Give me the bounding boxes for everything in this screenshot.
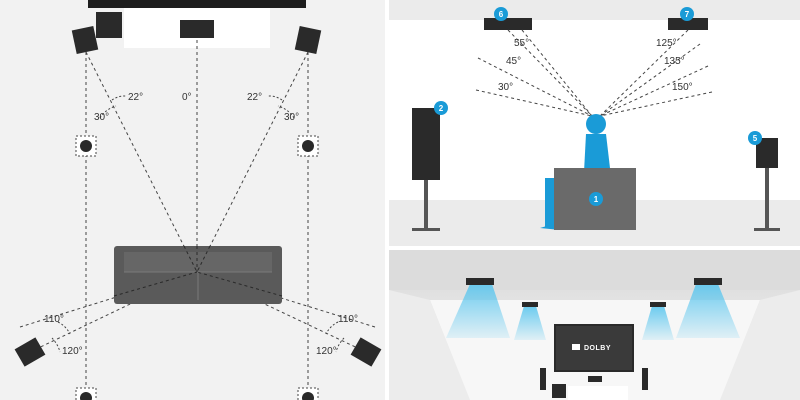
- angle-label-surround-right-outer: 120°: [316, 346, 337, 357]
- angle-label-center: 0°: [182, 92, 192, 103]
- sofa: [114, 246, 282, 304]
- room-subwoofer: [552, 384, 566, 398]
- surround-left-speaker: [14, 337, 46, 367]
- height-angle-label-150: 150°: [672, 82, 693, 93]
- marker-6-label: 6: [499, 10, 504, 19]
- side-view-ceiling: [389, 0, 800, 20]
- angle-label-front-left-inner: 22°: [128, 92, 143, 103]
- marker-7-label: 7: [685, 10, 690, 19]
- marker-1: 1: [589, 192, 603, 206]
- top-view-panel: 22° 30° 0° 22° 30° 110° 120° 110° 120°: [0, 0, 385, 400]
- height-speaker-6: [484, 18, 532, 30]
- projection-screen: DOLBY: [554, 324, 634, 372]
- front-right-speaker: [294, 25, 322, 55]
- height-angle-label-45: 45°: [506, 56, 521, 67]
- tv-wall-bar: [88, 0, 306, 8]
- room-center-speaker: [588, 376, 602, 382]
- optional-rear-speaker-right: [297, 387, 319, 400]
- marker-5-label: 5: [753, 134, 758, 143]
- room-tv-stand: [568, 386, 628, 400]
- listening-guide-lines: [19, 40, 376, 400]
- ceiling-speaker-front-right: [694, 278, 722, 285]
- angle-label-surround-left-outer: 120°: [62, 346, 83, 357]
- room-front-right-speaker: [642, 368, 648, 390]
- optional-side-speaker-right: [297, 135, 319, 157]
- ceiling-speaker-rear-left: [522, 302, 538, 307]
- ceiling-speaker-rear-right: [650, 302, 666, 307]
- top-view-floor: [0, 0, 385, 400]
- marker-2-label: 2: [439, 104, 444, 113]
- room-left-wall: [389, 290, 470, 400]
- angle-label-front-right-outer: 30°: [284, 112, 299, 123]
- panel-divider-vertical: [385, 0, 389, 400]
- marker-5: 5: [748, 131, 762, 145]
- room-ceiling: [389, 250, 800, 290]
- room-right-wall: [720, 290, 800, 400]
- ceiling-beam-rear-left: [514, 306, 546, 340]
- marker-7: 7: [680, 7, 694, 21]
- sofa-guide-lines: [113, 245, 283, 297]
- surround-right-speaker: [350, 337, 382, 367]
- ceiling-beam-front-right: [676, 284, 740, 338]
- marker-1-label: 1: [594, 195, 599, 204]
- marker-2: 2: [434, 101, 448, 115]
- angle-label-front-right-inner: 22°: [247, 92, 262, 103]
- rear-speaker-stand: [754, 138, 780, 231]
- front-left-speaker: [71, 25, 99, 55]
- angle-arcs: [51, 95, 345, 353]
- optional-rear-speaker-left: [75, 387, 97, 400]
- optional-side-speaker-left: [75, 135, 97, 157]
- side-view-panel: 1 2 5 6 7 55° 45° 30° 125° 135° 150°: [389, 0, 800, 246]
- height-angle-label-125: 125°: [656, 38, 677, 49]
- angle-label-front-left-outer: 30°: [94, 112, 109, 123]
- angle-label-surround-right-inner: 110°: [338, 314, 358, 325]
- height-angle-label-135: 135°: [664, 56, 685, 67]
- height-angle-label-55: 55°: [514, 38, 529, 49]
- ceiling-beam-front-left: [446, 284, 510, 338]
- marker-6: 6: [494, 7, 508, 21]
- center-speaker: [180, 20, 214, 38]
- ceiling-beam-rear-right: [642, 306, 674, 340]
- room-front-left-speaker: [540, 368, 546, 390]
- panel-divider-horizontal: [389, 246, 800, 250]
- front-speaker-tower: [412, 108, 440, 231]
- height-speaker-7: [668, 18, 708, 30]
- room-view-panel: DOLBY: [389, 250, 800, 400]
- ceiling-speaker-front-left: [466, 278, 494, 285]
- angle-label-surround-left-inner: 110°: [44, 314, 64, 325]
- height-angle-label-30: 30°: [498, 82, 513, 93]
- height-angle-rays: [475, 29, 713, 117]
- dolby-logo-icon: [572, 344, 580, 350]
- dolby-logo-text: DOLBY: [584, 345, 611, 352]
- subwoofer-speaker: [96, 12, 122, 38]
